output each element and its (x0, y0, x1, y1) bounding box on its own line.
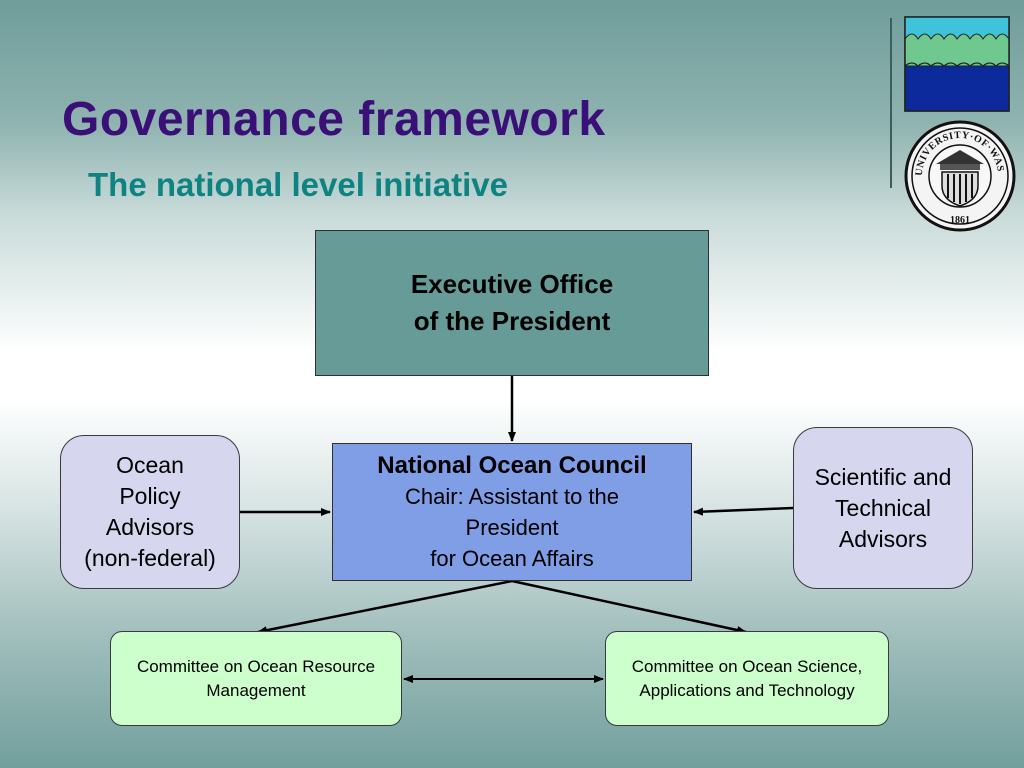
logo-divider (890, 18, 892, 188)
committee-science-line1: Committee on Ocean Science, (631, 656, 863, 676)
council-line2: President (465, 515, 559, 540)
national-ocean-council-box: National Ocean Council Chair: Assistant … (332, 443, 692, 581)
sci-advisors-line2: Technical (835, 494, 931, 521)
committee-science-line2: Applications and Technology (639, 680, 855, 700)
university-seal-icon: UNIVERSITY·OF·WASHINGTON 1861 (904, 120, 1016, 232)
council-line3: for Ocean Affairs (430, 546, 594, 571)
slide-subtitle: The national level initiative (88, 166, 508, 203)
arrow-sci-advisors-to-council (693, 506, 794, 516)
sci-advisors-line3: Advisors (838, 525, 928, 552)
sci-advisors-line1: Scientific and (814, 463, 952, 490)
slide-title: Governance framework (62, 93, 606, 146)
ocean-advisors-line2: Policy (119, 483, 181, 509)
committee-resource-line1: Committee on Ocean Resource (136, 656, 376, 676)
arrow-council-to-science (511, 579, 747, 634)
ocean-policy-advisors-box: Ocean Policy Advisors (non-federal) (60, 435, 240, 589)
ocean-advisors-line1: Ocean (116, 452, 184, 478)
scientific-advisors-box: Scientific and Technical Advisors (793, 427, 973, 589)
executive-office-line2: of the President (413, 306, 611, 336)
committee-science-box: Committee on Ocean Science, Applications… (605, 631, 889, 726)
council-title: National Ocean Council (377, 452, 647, 479)
council-line1: Chair: Assistant to the (405, 484, 619, 509)
ocean-advisors-line4: (non-federal) (84, 545, 216, 571)
executive-office-box: Executive Office of the President (315, 230, 709, 376)
ocean-advisors-line3: Advisors (105, 514, 195, 540)
arrow-council-to-resource (257, 579, 513, 635)
seal-year: 1861 (950, 215, 970, 226)
committee-resource-box: Committee on Ocean Resource Management (110, 631, 402, 726)
wave-logo-icon (904, 16, 1010, 112)
executive-office-line1: Executive Office (410, 269, 614, 299)
committee-resource-line2: Management (206, 680, 306, 700)
